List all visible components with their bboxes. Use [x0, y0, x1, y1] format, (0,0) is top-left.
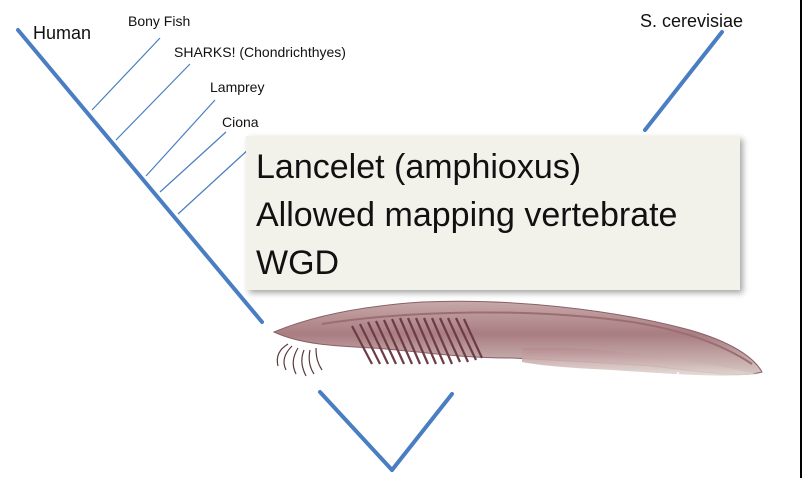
taxon-label-lamprey: Lamprey — [210, 80, 264, 94]
taxon-label-ciona: Ciona — [222, 115, 259, 129]
sharks-branch — [116, 64, 190, 140]
lancelet-branch — [178, 148, 250, 214]
callout-line-2: Allowed mapping vertebrate — [256, 198, 677, 232]
root-left-branch — [320, 392, 392, 470]
lamprey-branch — [146, 100, 215, 176]
callout-line-3: WGD — [256, 246, 339, 280]
yeast-branch — [645, 32, 722, 130]
lancelet-oral-cirri — [277, 344, 322, 376]
ciona-branch — [160, 132, 226, 192]
taxon-label-human: Human — [33, 24, 91, 42]
taxon-label-bony-fish: Bony Fish — [128, 14, 190, 28]
lancelet-callout: Lancelet (amphioxus) Allowed mapping ver… — [246, 136, 740, 290]
taxon-label-yeast: S. cerevisiae — [640, 12, 743, 30]
callout-line-1: Lancelet (amphioxus) — [256, 150, 581, 184]
taxon-label-sharks: SHARKS! (Chondrichthyes) — [174, 45, 346, 59]
root-right-branch — [392, 394, 452, 470]
lancelet-image — [252, 288, 766, 398]
main-branch — [18, 30, 262, 322]
bony-fish-branch — [92, 38, 160, 110]
